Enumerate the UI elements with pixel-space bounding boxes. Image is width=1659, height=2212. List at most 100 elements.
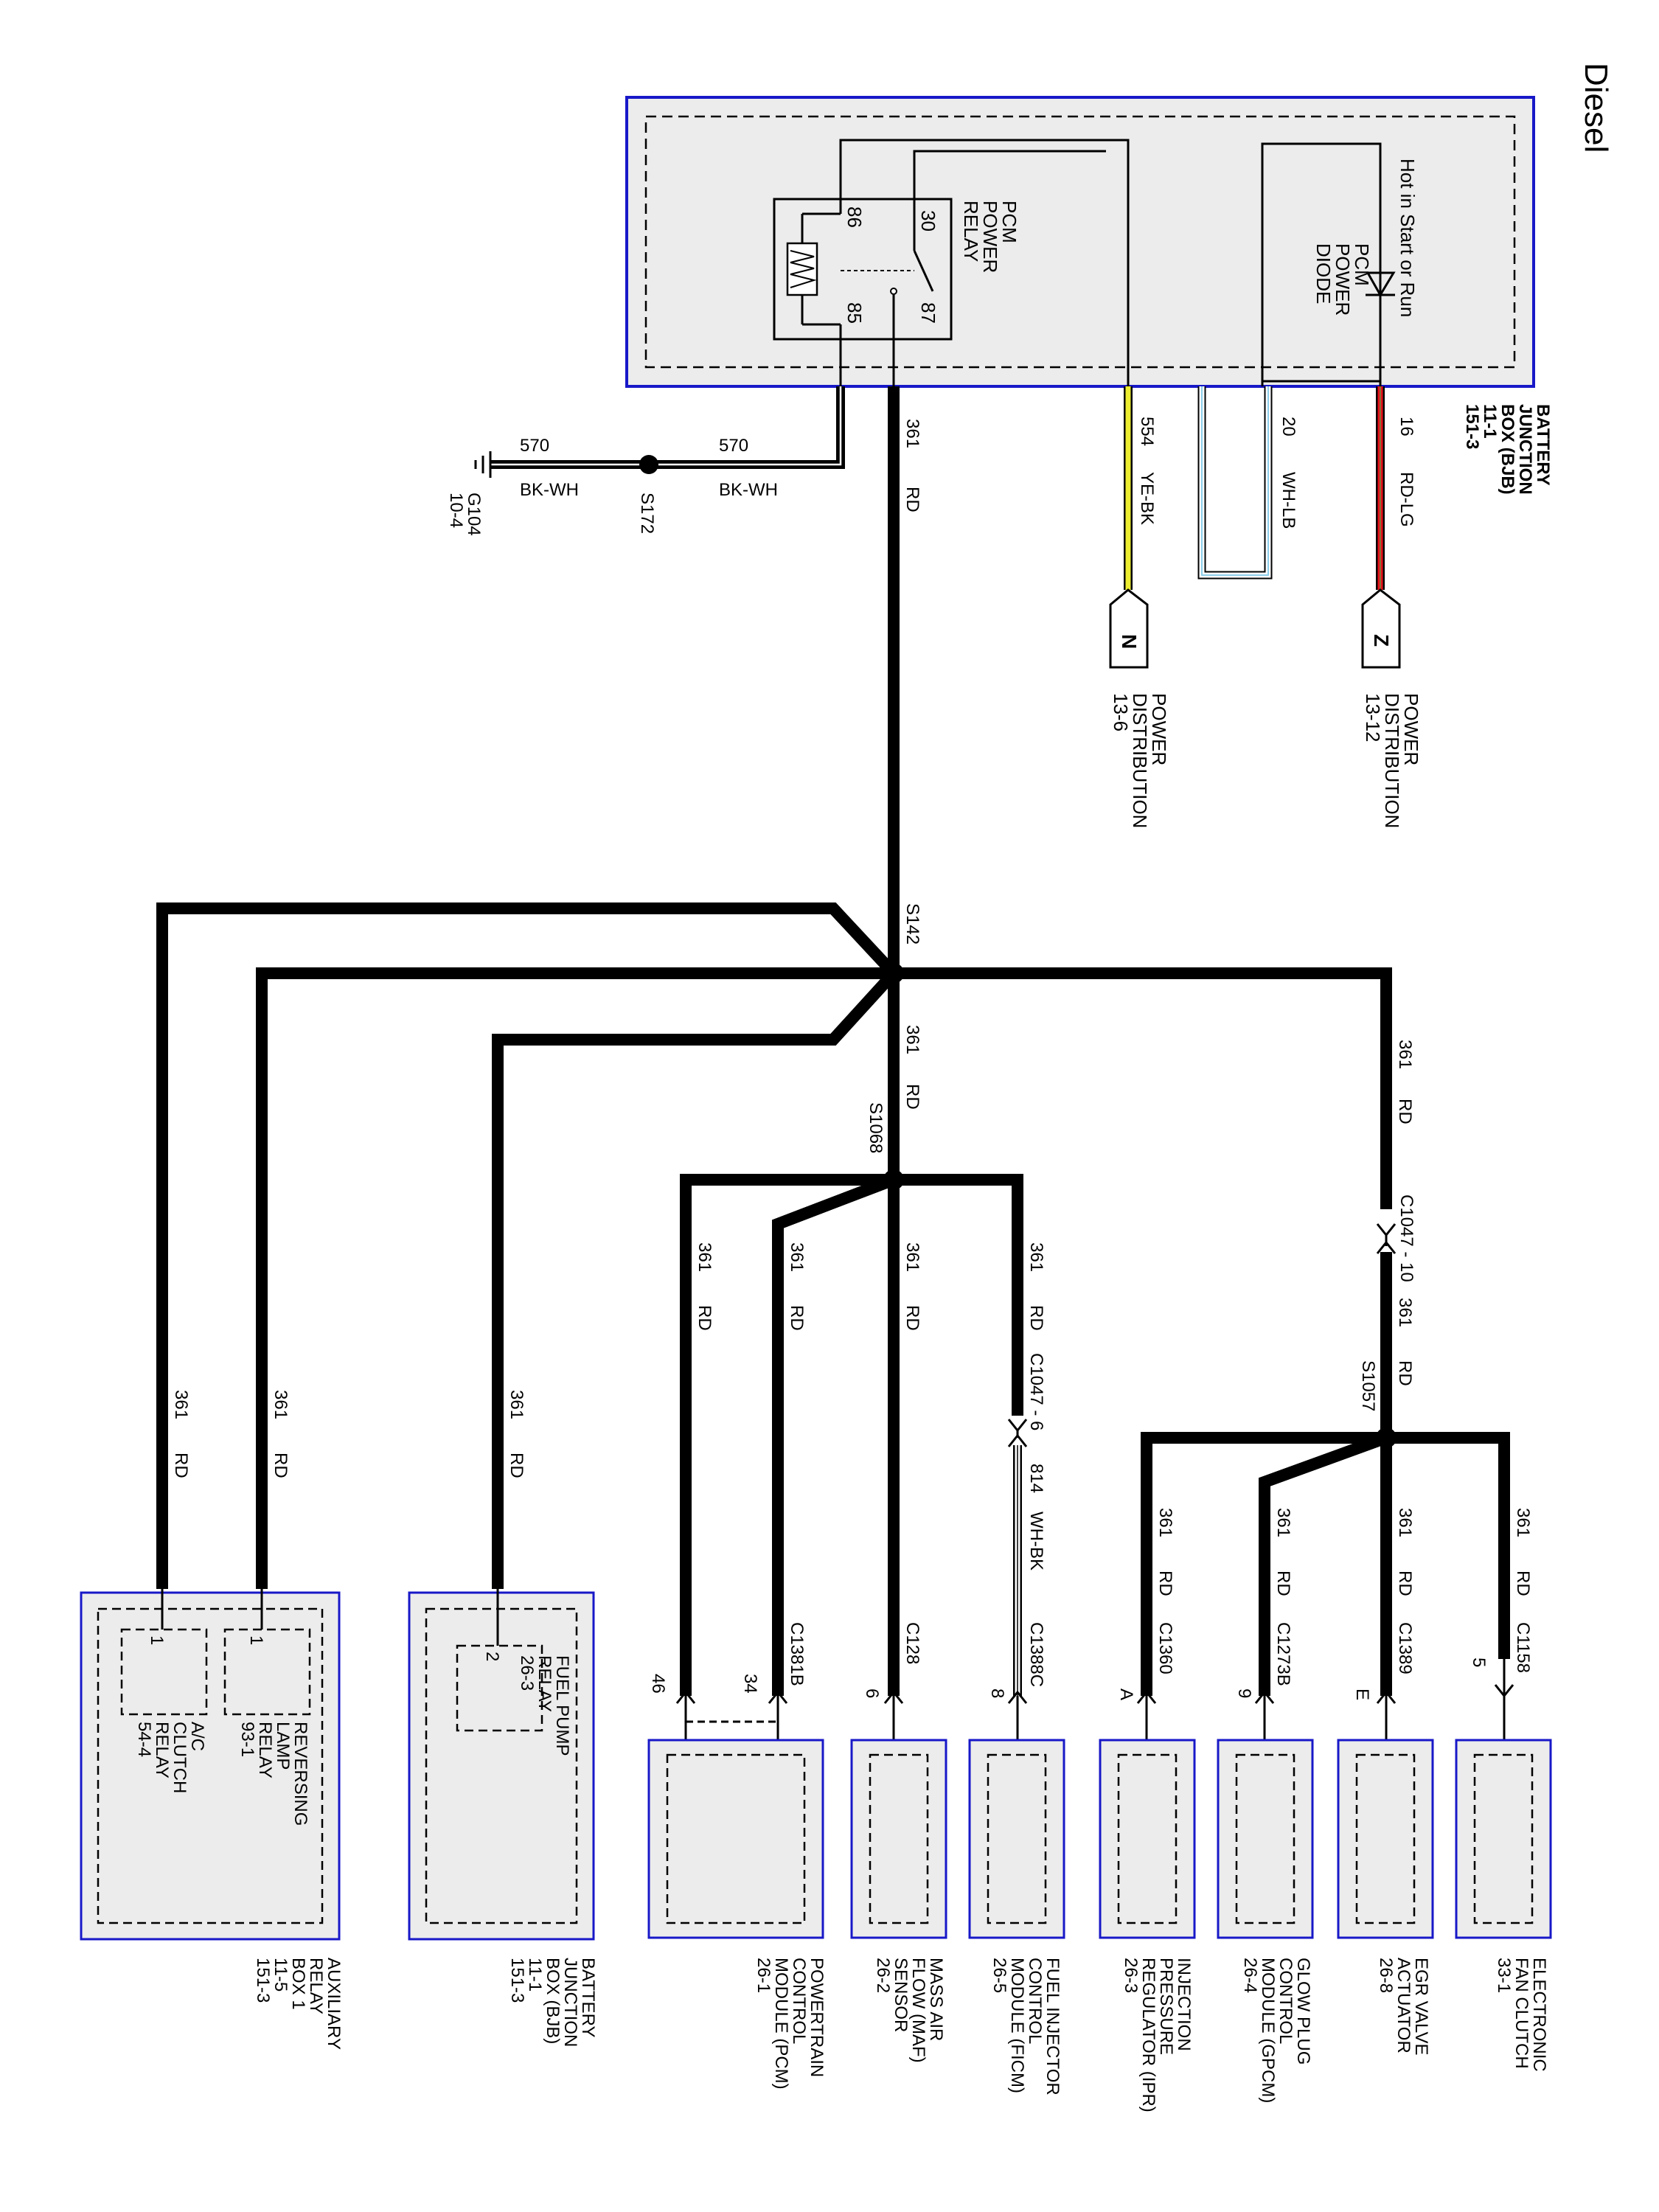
wire-16: 16 RD-LG: [1376, 386, 1416, 590]
box-gpcm: [1217, 1739, 1314, 1939]
w361-l1: 361: [902, 419, 922, 448]
ground-g104: G10410-4: [446, 451, 492, 536]
inline-c1047-10: [1376, 1223, 1397, 1254]
connector-n: N POWERDISTRIBUTION13-6: [1109, 588, 1170, 828]
pcm-power-relay: PCMPOWERRELAY 86 85 30 87: [773, 177, 1020, 341]
bjb-internal-wiring: [839, 139, 1382, 386]
wire-570-color-a: BK-WH: [719, 480, 778, 500]
w361-l7: 361: [902, 1242, 922, 1272]
w361-c14: RD: [1395, 1571, 1415, 1596]
conn-c1273b: C1273B: [1273, 1622, 1293, 1686]
pin-46: 46: [648, 1674, 668, 1694]
wire-16-circuit: 16: [1397, 417, 1416, 437]
pin-a: A: [1116, 1688, 1136, 1700]
wire-20-circuit: 20: [1279, 417, 1298, 437]
pin-1-reversing: 1: [246, 1635, 266, 1645]
pin-6: 6: [862, 1688, 882, 1698]
splice-s142: [883, 963, 904, 984]
hot-in-start-label: Hot in Start or Run: [1397, 159, 1419, 317]
w361-c8: RD: [1026, 1305, 1046, 1331]
component-terminals: [675, 1659, 1514, 1740]
wire-570-circuit-b: 570: [520, 436, 549, 456]
w361-l11: 361: [507, 1390, 526, 1419]
w361-c12: RD: [1155, 1571, 1175, 1596]
name-electronic-fan-clutch: ELECTRONICFAN CLUTCH33-1: [1494, 1958, 1549, 2072]
wire-570: 570 BK-WH 570 BK-WH S172: [490, 386, 845, 534]
wire-361-labels: 361 RD 361 RD 361 RD 361 RD 361 RD 361 R…: [171, 419, 1533, 1596]
connector-z: Z POWERDISTRIBUTION13-12: [1361, 588, 1422, 828]
box-bjb-lower: [408, 1591, 595, 1941]
pin-9: 9: [1234, 1688, 1254, 1698]
pin-e: E: [1352, 1688, 1372, 1700]
w361-l15: 361: [1513, 1508, 1533, 1537]
connector-n-letter: N: [1118, 634, 1141, 649]
relay-label: PCMPOWERRELAY: [960, 201, 1020, 273]
box-pcm: [647, 1739, 824, 1939]
w361-c3: RD: [1395, 1099, 1415, 1124]
name-ficm: FUEL INJECTORCONTROLMODULE (FICM)26-5: [990, 1958, 1062, 2096]
page-title: Diesel: [1578, 63, 1614, 153]
w361-l13: 361: [1273, 1508, 1293, 1537]
w361-c11: RD: [507, 1453, 526, 1478]
component-connector-labels: C1158 C1389 C1273B C1360 C1388C C128 C13…: [648, 1622, 1533, 1700]
name-egr-valve: EGR VALVEACTUATOR26-8: [1376, 1958, 1431, 2056]
splice-s1068-label: S1068: [866, 1102, 886, 1153]
name-ipr: INJECTIONPRESSUREREGULATOR (IPR)26-3: [1121, 1958, 1194, 2112]
box-auxiliary-relay: [80, 1591, 341, 1941]
pin-30: 30: [917, 210, 939, 232]
conn-c128: C128: [902, 1622, 922, 1664]
w361-l9: 361: [171, 1390, 191, 1419]
bjb-top-label-text: BATTERYJUNCTIONBOX (BJB)11-1151-3: [1462, 404, 1553, 495]
splice-s172-label: S172: [637, 493, 657, 534]
wire-814-circuit: 814: [1026, 1464, 1046, 1493]
pin-86: 86: [844, 206, 866, 228]
w361-l8: 361: [1026, 1242, 1046, 1272]
fuel-pump-relay-label: FUEL PUMPRELAY26-3: [517, 1655, 572, 1756]
connector-z-letter: Z: [1370, 634, 1393, 647]
connector-z-label: POWERDISTRIBUTION13-12: [1362, 693, 1422, 828]
w361-c13: RD: [1273, 1571, 1293, 1596]
w361-c15: RD: [1513, 1571, 1533, 1596]
w361-l6: 361: [787, 1242, 807, 1272]
ac-clutch-relay-label: A/CCLUTCHRELAY54-4: [134, 1722, 207, 1793]
conn-c1381b: C1381B: [787, 1622, 807, 1686]
name-pcm: POWERTRAINCONTROLMODULE (PCM)26-1: [754, 1958, 827, 2090]
splice-s1068: [883, 1169, 904, 1190]
component-names: ELECTRONICFAN CLUTCH33-1 EGR VALVEACTUAT…: [253, 1958, 1549, 2112]
splice-s1057-label: S1057: [1358, 1360, 1378, 1411]
w361-l3: 361: [1395, 1040, 1415, 1069]
w361-c2: RD: [902, 1084, 922, 1110]
w361-l12: 361: [1155, 1508, 1175, 1537]
w361-l5: 361: [695, 1242, 714, 1272]
conn-c1388c: C1388C: [1026, 1622, 1046, 1687]
conn-c1389: C1389: [1395, 1622, 1415, 1674]
connector-n-label: POWERDISTRIBUTION13-6: [1110, 693, 1170, 828]
inline-c1047-6: [1007, 1419, 1028, 1447]
box-ficm: [968, 1739, 1065, 1939]
wire-570-color-b: BK-WH: [520, 480, 579, 500]
pin-34: 34: [740, 1674, 760, 1694]
name-bjb-lower: BATTERYJUNCTIONBOX (BJB)11-1151-3: [507, 1958, 598, 2047]
w361-l10: 361: [271, 1390, 291, 1419]
w361-c7: RD: [902, 1305, 922, 1331]
conn-c1158: C1158: [1513, 1622, 1533, 1673]
wire-20-color: WH-LB: [1279, 472, 1298, 529]
ground-label: G10410-4: [446, 493, 484, 536]
w361-l2: 361: [902, 1025, 922, 1054]
wire-814: 814 WH-BK: [1013, 1445, 1046, 1696]
conn-c1360: C1360: [1155, 1622, 1175, 1674]
wire-554-color: YE-BK: [1137, 472, 1157, 525]
wire-554-circuit: 554: [1137, 417, 1157, 446]
pin-2: 2: [482, 1652, 502, 1661]
w361-c1: RD: [902, 487, 922, 512]
name-maf: MASS AIRFLOW (MAF)SENSOR26-2: [873, 1958, 946, 2063]
wire-361-network: [156, 386, 1510, 1696]
w361-c9: RD: [171, 1453, 191, 1478]
splice-s172-dot: [639, 455, 658, 474]
diode-label: PCMPOWERDIODE: [1312, 243, 1373, 316]
box-electronic-fan-clutch: [1455, 1739, 1552, 1939]
wire-570-circuit-a: 570: [719, 436, 748, 456]
box-maf: [850, 1739, 947, 1939]
w361-c10: RD: [271, 1453, 291, 1478]
w361-l14: 361: [1395, 1508, 1415, 1537]
